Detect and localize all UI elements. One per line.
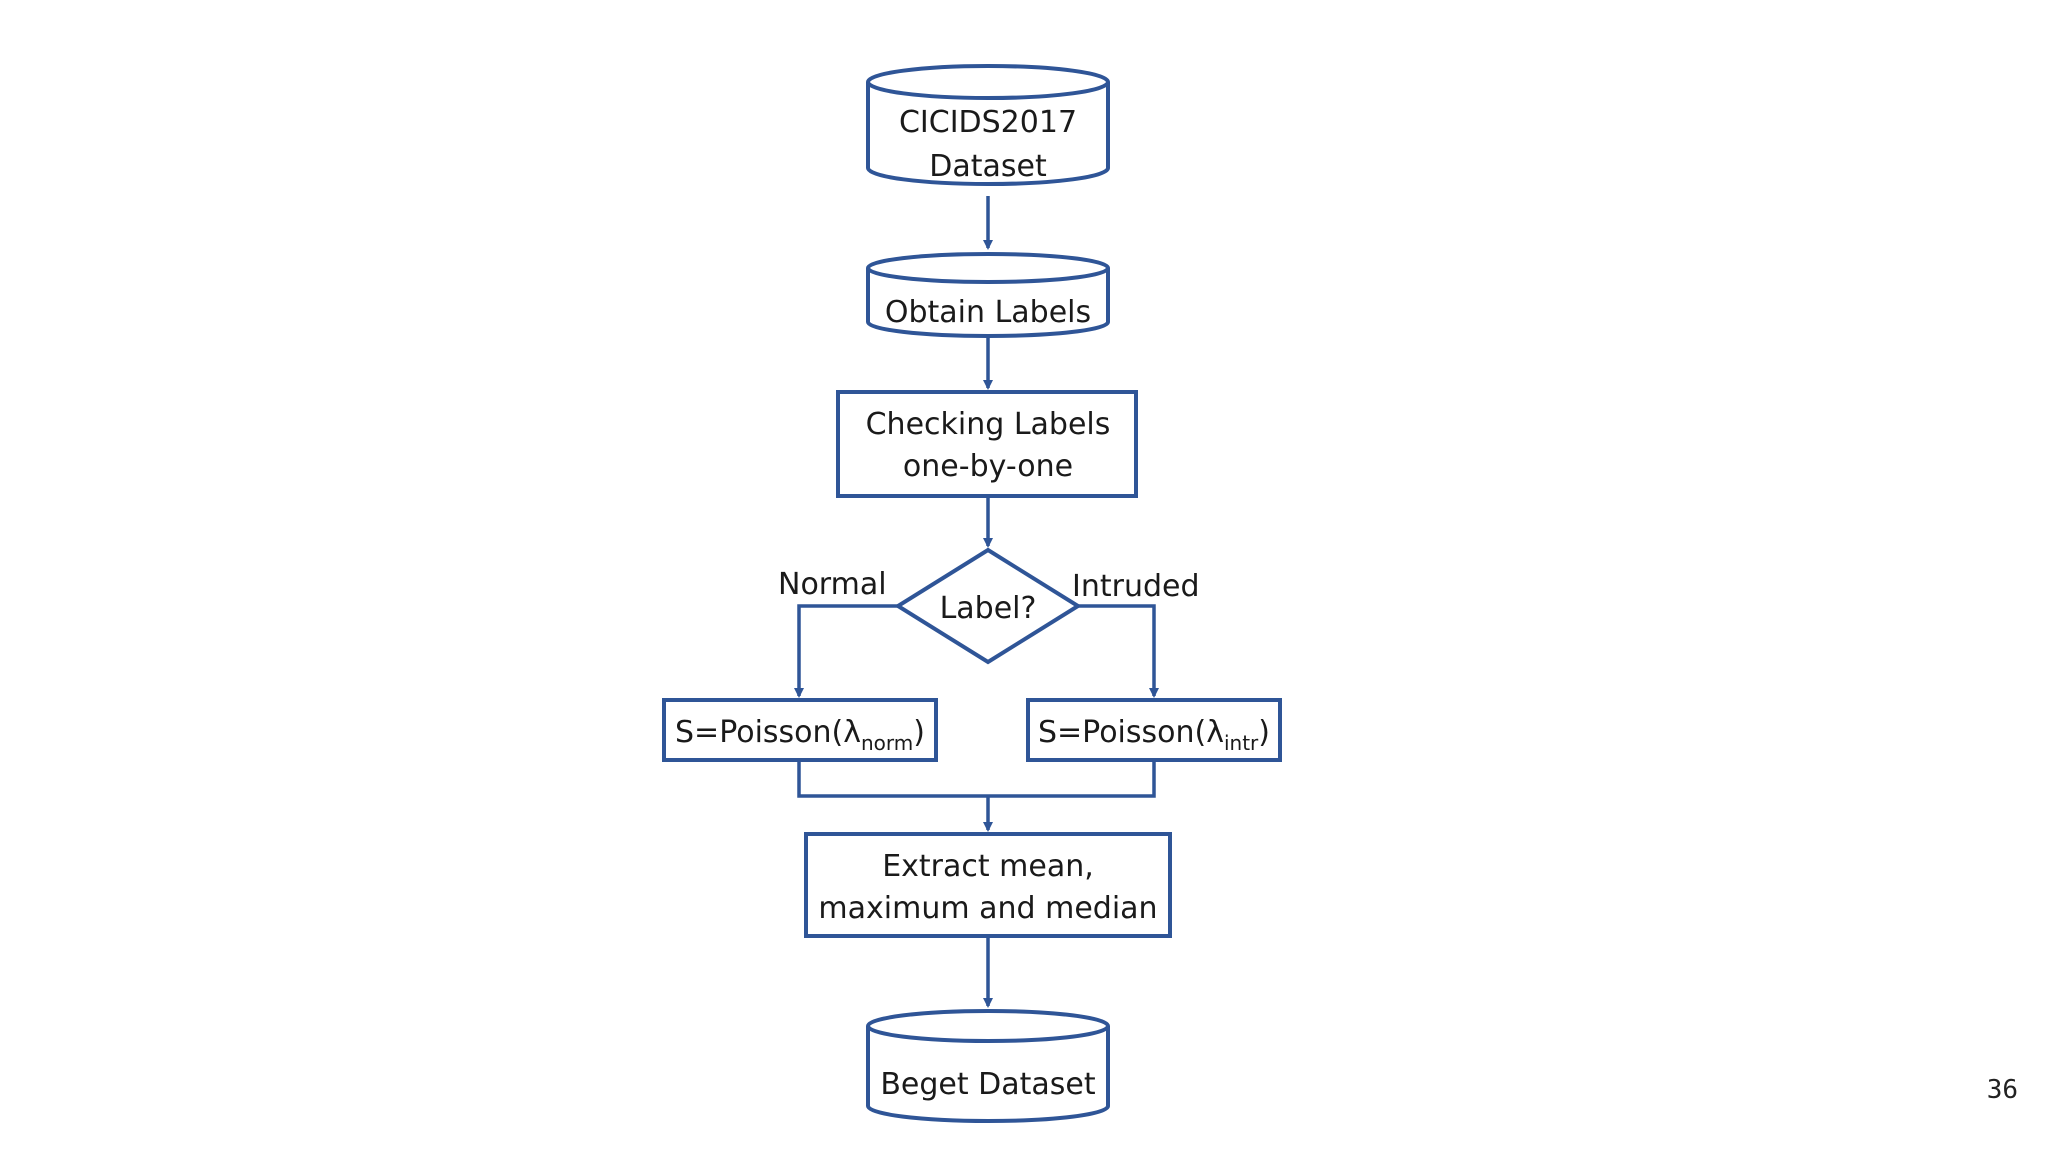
poisson-norm-label: S=Poisson(λnorm) xyxy=(675,715,925,755)
checking-labels-line1: Checking Labels xyxy=(866,407,1111,442)
branch-label-normal: Normal xyxy=(778,567,887,602)
obtain-labels-cylinder: Obtain Labels xyxy=(866,252,1110,338)
beget-dataset-cylinder: Beget Dataset xyxy=(866,1009,1110,1123)
extract-box: Extract mean, maximum and median xyxy=(804,832,1172,938)
poisson-intr-suffix: ) xyxy=(1258,715,1270,750)
connector-decision-normal xyxy=(794,604,898,698)
decision-diamond: Label? xyxy=(894,547,1082,665)
checking-labels-box: Checking Labels one-by-one xyxy=(836,390,1138,498)
poisson-norm-subscript: norm xyxy=(861,731,913,755)
dataset-cylinder: CICIDS2017 Dataset xyxy=(866,64,1110,186)
checking-labels-line2: one-by-one xyxy=(903,449,1073,484)
poisson-norm-suffix: ) xyxy=(913,715,925,750)
branch-label-intruded: Intruded xyxy=(1072,569,1200,604)
extract-line2: maximum and median xyxy=(818,891,1157,926)
dataset-label-line1: CICIDS2017 xyxy=(899,105,1077,140)
poisson-intr-box: S=Poisson(λintr) xyxy=(1026,698,1282,762)
obtain-labels-label: Obtain Labels xyxy=(885,295,1091,330)
poisson-norm-prefix: S=Poisson(λ xyxy=(675,715,861,750)
extract-line1: Extract mean, xyxy=(882,849,1094,884)
poisson-norm-box: S=Poisson(λnorm) xyxy=(662,698,938,762)
poisson-intr-label: S=Poisson(λintr) xyxy=(1038,715,1270,755)
poisson-intr-subscript: intr xyxy=(1224,731,1259,755)
poisson-intr-prefix: S=Poisson(λ xyxy=(1038,715,1224,750)
connector-merge xyxy=(797,760,1156,798)
decision-label: Label? xyxy=(940,591,1037,626)
beget-dataset-label: Beget Dataset xyxy=(880,1067,1096,1102)
dataset-label-line2: Dataset xyxy=(929,149,1047,184)
page-number: 36 xyxy=(1986,1075,2018,1105)
connector-decision-intruded xyxy=(1078,604,1159,698)
